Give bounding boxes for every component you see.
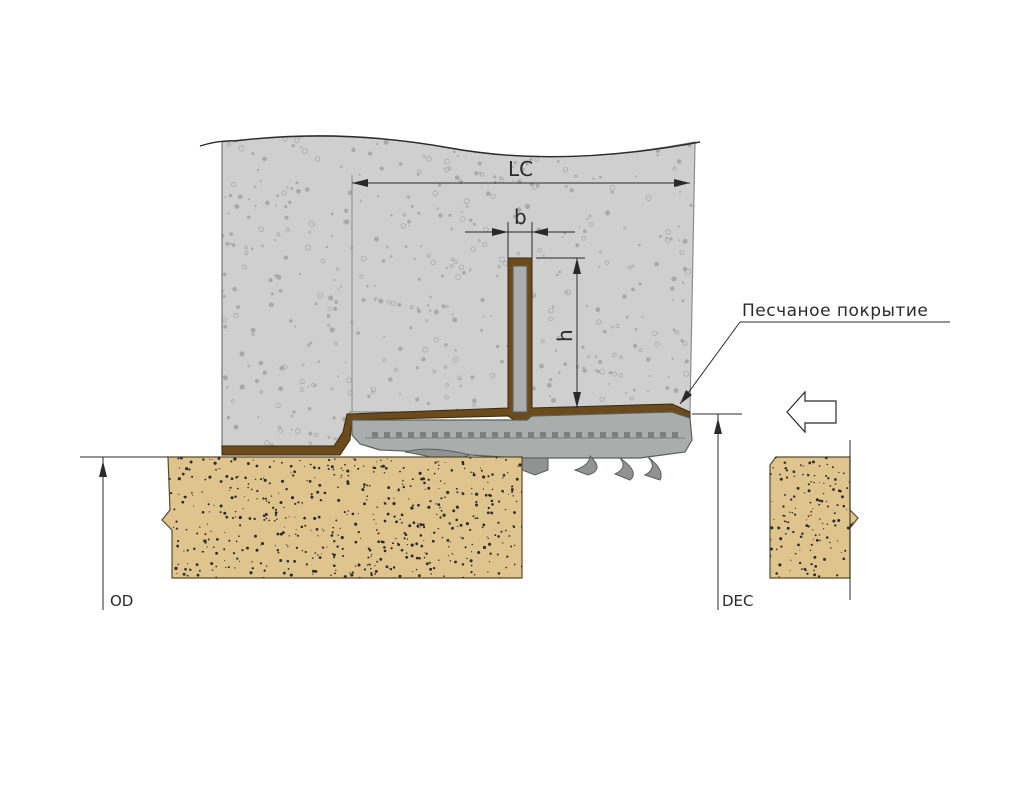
callout-sand-coating: Песчаное покрытие (679, 301, 950, 405)
label-b: b (514, 205, 527, 229)
profile-teeth (365, 432, 685, 439)
label-h: h (553, 329, 577, 342)
sand-right-texture (770, 457, 858, 578)
profile-rib (512, 265, 528, 413)
label-dec: DEC (722, 592, 754, 610)
sand-base-left (161, 456, 523, 579)
sand-base-left-body (161, 456, 523, 579)
dimension-h: h (536, 257, 585, 408)
concrete-texture (222, 136, 693, 451)
dimension-b: b (465, 205, 575, 258)
sand-base-right (769, 440, 859, 600)
concrete-top-edge (199, 135, 701, 158)
reference-od: OD (80, 456, 168, 610)
profile-underside-foot (519, 457, 549, 476)
sand-base-right-body (769, 456, 859, 579)
reference-dec: DEC (692, 413, 754, 610)
label-od: OD (110, 592, 133, 610)
profile-underside-fin-right (573, 454, 662, 481)
dimension-lc: LC (352, 157, 690, 187)
label-lc: LC (508, 157, 533, 181)
arrow-left-icon (786, 390, 837, 434)
callout-text: Песчаное покрытие (742, 301, 928, 321)
sand-left-texture (162, 457, 522, 578)
